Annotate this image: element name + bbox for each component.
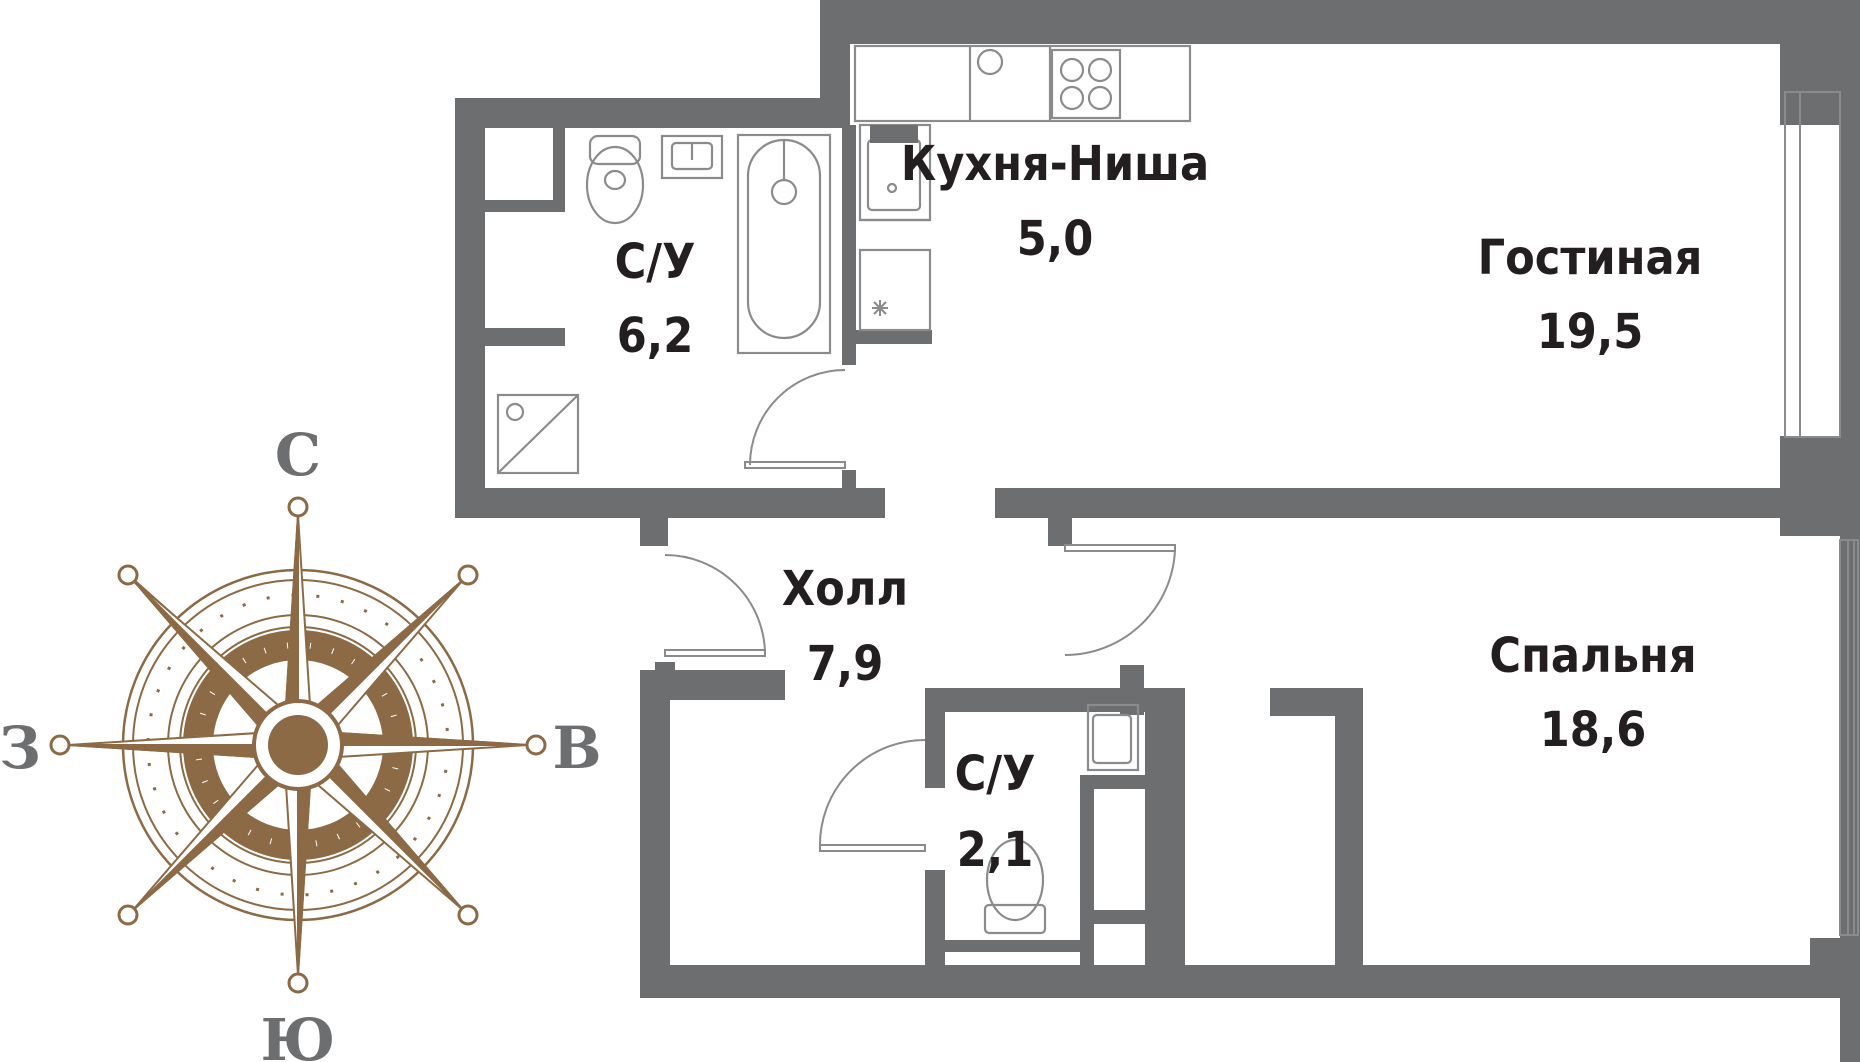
room-name-living: Гостиная xyxy=(1478,230,1703,286)
compass-rose-icon xyxy=(49,496,547,994)
room-name-bath2: С/У xyxy=(955,746,1036,802)
room-name-bedroom: Спальня xyxy=(1489,628,1696,684)
room-area-bath2: 2,1 xyxy=(957,822,1034,878)
star-icon xyxy=(872,300,888,316)
room-area-kitchen: 5,0 xyxy=(1017,211,1094,267)
compass-north: С xyxy=(275,421,321,489)
room-name-bath1: С/У xyxy=(615,234,696,290)
compass-east: В xyxy=(552,714,601,782)
room-area-bath1: 6,2 xyxy=(617,308,694,364)
room-name-hall: Холл xyxy=(782,561,908,617)
room-name-kitchen: Кухня-Ниша xyxy=(901,136,1209,192)
room-area-bedroom: 18,6 xyxy=(1540,702,1647,758)
room-labels: С/У 6,2 Кухня-Ниша 5,0 Гостиная 19,5 Хол… xyxy=(615,136,1703,878)
compass-south: Ю xyxy=(261,1006,336,1062)
doors xyxy=(664,369,1176,852)
compass-west: З xyxy=(0,714,41,782)
room-area-living: 19,5 xyxy=(1537,304,1644,360)
room-area-hall: 7,9 xyxy=(807,636,884,692)
walls xyxy=(455,0,1860,1062)
fixtures xyxy=(496,44,1192,935)
compass-letters: С Ю З В xyxy=(0,421,602,1062)
windows xyxy=(1784,91,1859,936)
